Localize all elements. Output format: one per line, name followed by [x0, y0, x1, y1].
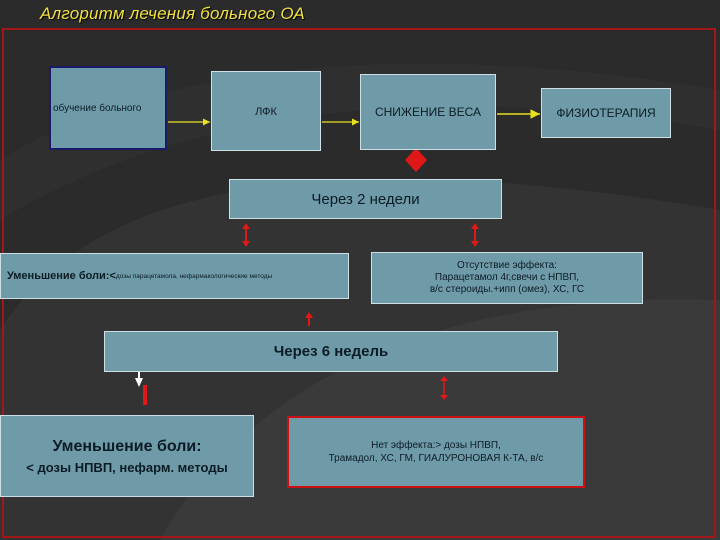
no-effect-2-line1: Нет эффекта:> дозы НПВП, — [371, 440, 501, 451]
step-lfk-label: ЛФК — [255, 106, 277, 118]
step-weight-loss-label: СНИЖЕНИЕ ВЕСА — [374, 105, 482, 119]
no-effect-1-line2: Парацетамол 4г,свечи с НПВП, — [434, 272, 580, 283]
no-effect-1-line3: в/с стероиды.+ипп (омез), ХС, ГС — [429, 284, 585, 295]
step-education-box: обучение больного — [49, 66, 167, 150]
step-physiotherapy-label: ФИЗИОТЕРАПИЯ — [556, 106, 656, 120]
no-effect-2-box: Нет эффекта:> дозы НПВП, Трамадол, ХС, Г… — [287, 416, 585, 488]
pain-reduction-1-box: Уменьшение боли:< дозы парацетамола, неф… — [0, 253, 349, 299]
page-title: Алгоритм лечения больного ОА — [40, 4, 305, 23]
pain-reduction-1-detail: дозы парацетамола, нефармакологические м… — [115, 272, 273, 280]
after-2-weeks-box: Через 2 недели — [229, 179, 502, 219]
no-effect-2-line2: Трамадол, ХС, ГМ, ГИАЛУРОНОВАЯ К-ТА, в/с — [328, 453, 544, 464]
step-lfk-box: ЛФК — [211, 71, 321, 151]
after-6-weeks-box: Через 6 недель — [104, 331, 558, 372]
arrow-2w-right — [471, 223, 479, 247]
arrow-6w-left — [135, 372, 147, 405]
diamond-arrow — [405, 148, 427, 172]
step-education-label: обучение больного — [53, 102, 142, 114]
pain-reduction-2-line2: < дозы НПВП, нефарм. методы — [26, 459, 228, 475]
pain-reduction-1-main: Уменьшение боли:< — [7, 270, 116, 282]
arrow-up-6w — [305, 312, 313, 326]
pain-reduction-2-line1: Уменьшение боли: — [52, 437, 202, 455]
after-6-weeks-label: Через 6 недель — [273, 343, 389, 360]
arrow-2w-left — [242, 223, 250, 247]
pain-reduction-2-box: Уменьшение боли: < дозы НПВП, нефарм. ме… — [0, 415, 254, 497]
arrow-6w-right — [440, 376, 448, 400]
step-weight-loss-box: СНИЖЕНИЕ ВЕСА — [360, 74, 496, 150]
no-effect-1-line1: Отсутствие эффекта: — [457, 260, 557, 271]
step-physiotherapy-box: ФИЗИОТЕРАПИЯ — [541, 88, 671, 138]
after-2-weeks-label: Через 2 недели — [311, 190, 420, 208]
no-effect-1-box: Отсутствие эффекта: Парацетамол 4г,свечи… — [371, 252, 643, 304]
